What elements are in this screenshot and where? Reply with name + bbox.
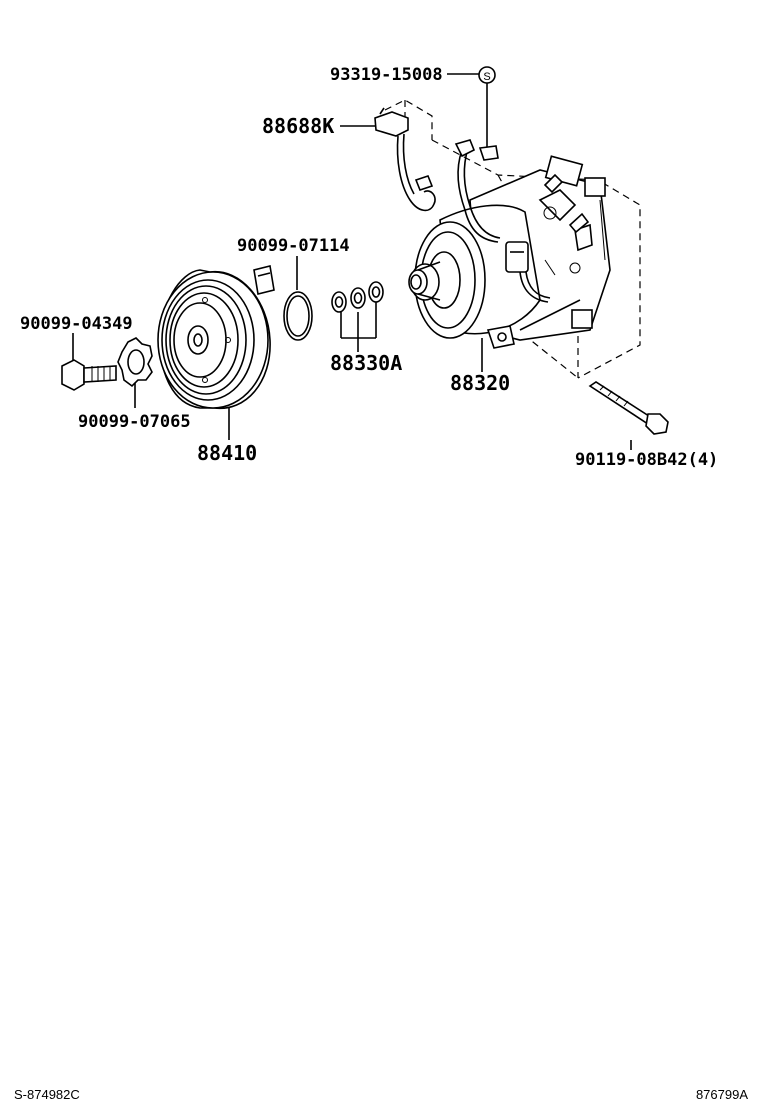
snap-ring-90099-07114 [283,291,313,341]
s-mark-letter: S [483,71,490,83]
long-bolt-90119-08b42 [588,381,669,435]
label-90099-07065: 90099-07065 [78,412,191,432]
washer-90099-07065 [117,337,153,388]
label-90119-08b42: 90119-08B42(4) [575,450,718,470]
label-93319-15008: 93319-15008 [330,65,443,85]
label-88330a: 88330A [330,351,402,375]
footer-left-code: S-874982C [14,1087,80,1102]
label-90099-04349: 90099-04349 [20,314,133,334]
bolt-90099-04349 [61,359,117,391]
label-88320: 88320 [450,371,510,395]
shims-88330a [331,281,384,313]
label-88410: 88410 [197,441,257,465]
compressor-88320 [408,139,611,349]
pulley-88410 [157,265,275,410]
s-mark-symbol: S [478,66,496,84]
wire-bracket-88688k [374,107,436,212]
label-88688k: 88688K [262,114,334,138]
label-90099-07114: 90099-07114 [237,236,350,256]
leader-lines [72,73,632,450]
footer-right-code: 876799A [695,1087,748,1102]
